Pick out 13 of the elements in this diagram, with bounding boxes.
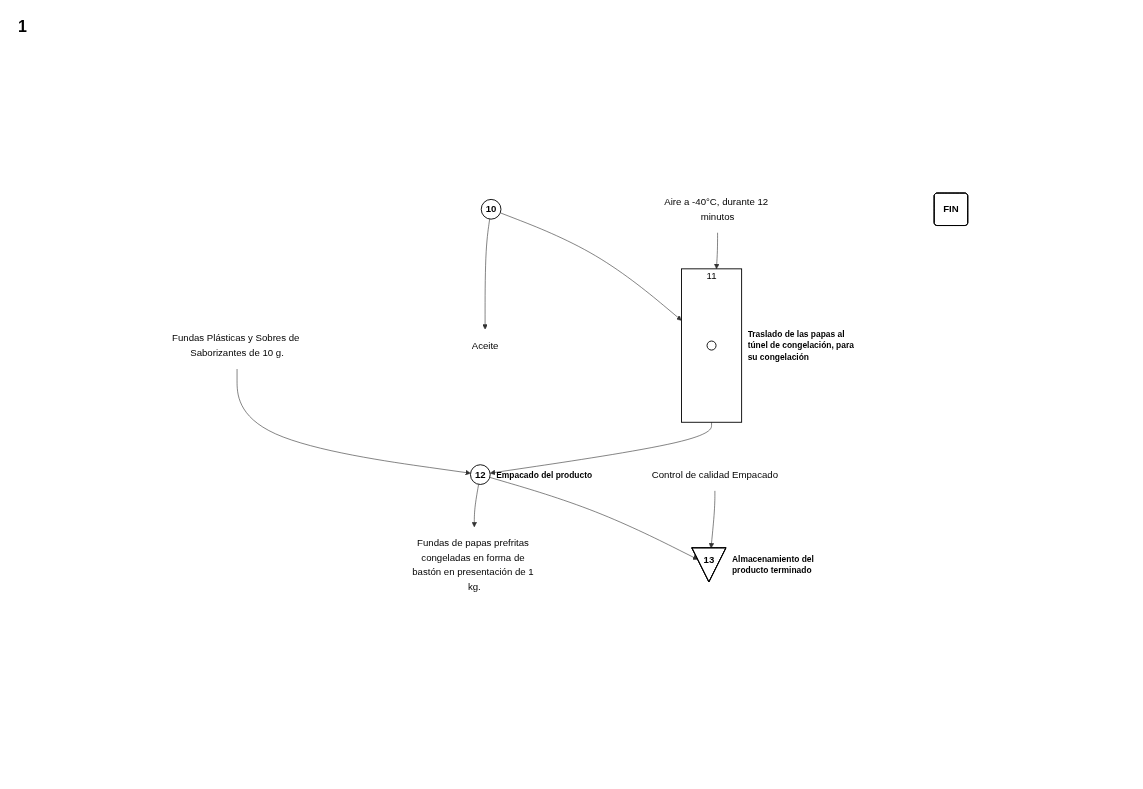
node-text: Fundas Plásticas y Sobres de Saborizantes de 10 g.: [172, 333, 300, 358]
node-circle: 12: [470, 464, 491, 486]
cluster: 11: [681, 268, 743, 423]
step-description: Empacado del producto: [496, 469, 594, 481]
node-text: Aire a -40°C, durante 12 minutos: [664, 196, 769, 222]
node-text: Fundas de papas prefritas congeladas en forma de bastón en presentación de 1 kg.: [412, 537, 534, 592]
node-text: Aceite: [471, 340, 499, 351]
node-circle: [706, 340, 717, 351]
step-description: Almacenamiento del producto terminado: [731, 554, 815, 576]
node-circle: 10: [480, 199, 502, 220]
node-text: Control de calidad Empacado: [651, 469, 779, 480]
step-number-fragment: 1: [18, 18, 28, 36]
step-description: Traslado de las papas al túnel de congelación, para su congelación: [747, 329, 855, 363]
